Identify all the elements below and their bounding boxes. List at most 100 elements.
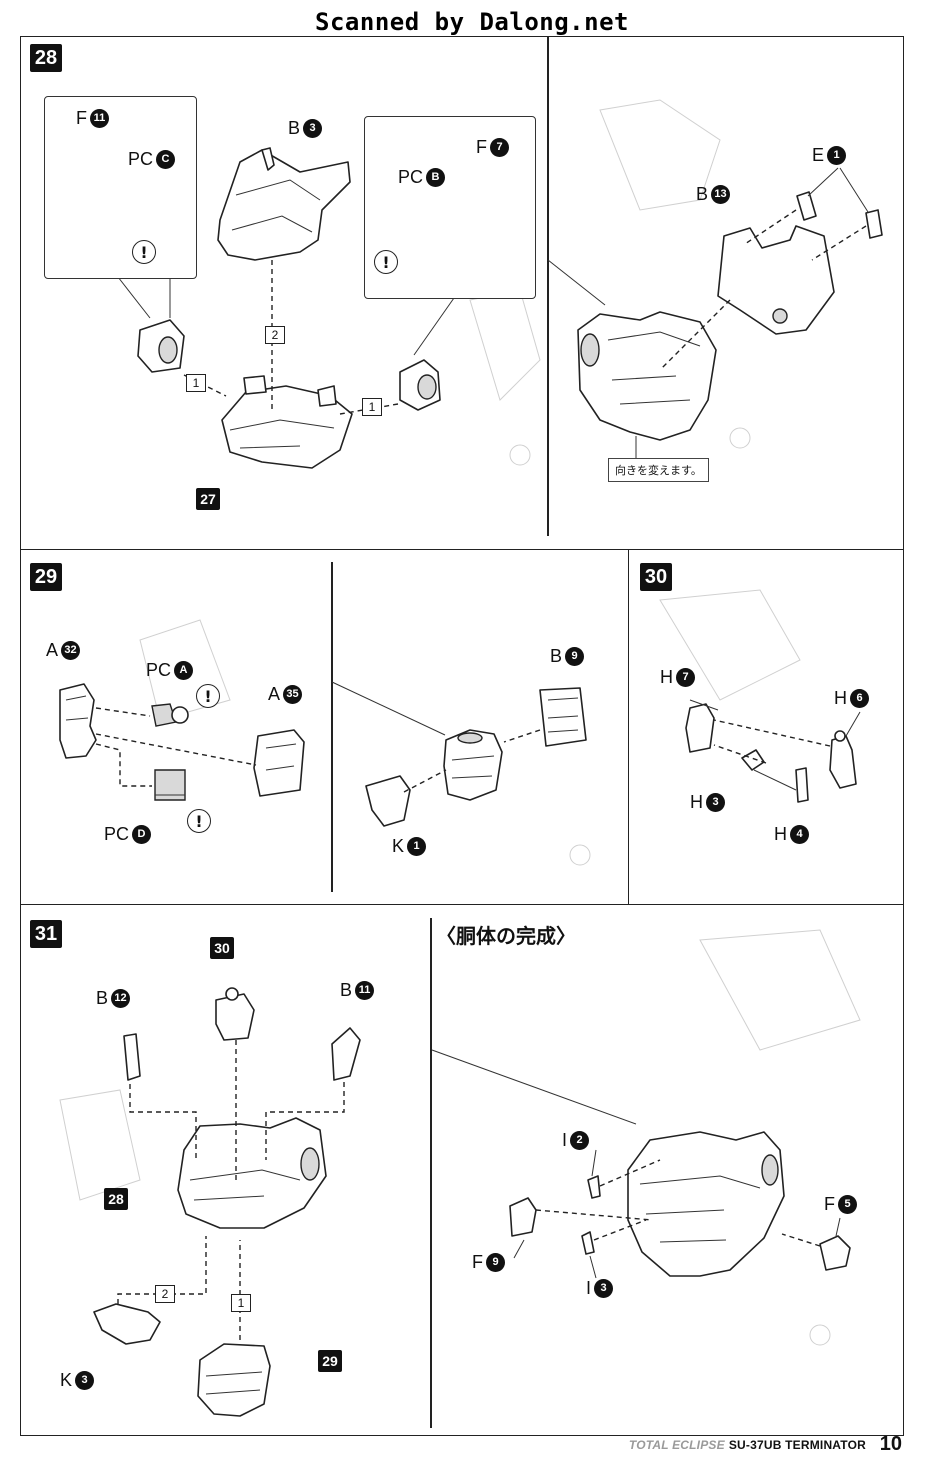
ref-badge-28: 28	[104, 1188, 128, 1210]
step-31-divider	[430, 918, 432, 1428]
part-number: 3	[594, 1279, 614, 1298]
orientation-note: 向きを変えます。	[608, 458, 709, 482]
part-letter: E	[812, 145, 825, 165]
part-letter: PC	[398, 167, 424, 187]
part-letter: H	[834, 688, 847, 708]
part-number: 3	[706, 793, 725, 812]
part-label-i3: I 3	[586, 1278, 614, 1299]
part-label-b3: B 3	[288, 118, 323, 139]
order-box-2: 2	[265, 326, 285, 344]
part-label-k3: K 3	[60, 1370, 95, 1391]
part-label-f7: F 7	[476, 137, 509, 158]
part-letter: K	[392, 836, 405, 856]
part-label-f5: F 5	[824, 1194, 857, 1215]
step-31-panel	[20, 904, 904, 1436]
ref-badge-29: 29	[318, 1350, 342, 1372]
part-letter: B	[340, 980, 353, 1000]
warning-icon-pc-b: !	[374, 250, 398, 274]
part-label-k1: K 1	[392, 836, 427, 857]
part-label-pc-d: PC D	[104, 824, 152, 845]
part-label-h4: H 4	[774, 824, 809, 845]
step-28-badge: 28	[30, 44, 62, 72]
part-label-h6: H 6	[834, 688, 869, 709]
order-box-1-left: 1	[186, 374, 206, 392]
part-number: 11	[355, 981, 375, 1000]
part-number: 7	[676, 668, 695, 687]
part-number: 1	[827, 146, 847, 165]
part-number: 1	[407, 837, 427, 856]
model-name: SU-37UB TERMINATOR	[728, 1438, 866, 1452]
part-number: 35	[283, 685, 303, 704]
part-letter: B	[696, 184, 709, 204]
scan-watermark: Scanned by Dalong.net	[315, 8, 629, 36]
part-label-b11: B 11	[340, 980, 375, 1001]
step-30-badge: 30	[640, 563, 672, 591]
part-label-pc-b: PC B	[398, 167, 446, 188]
step-29-divider	[331, 562, 333, 892]
part-number: 7	[490, 138, 509, 157]
part-label-b13: B 13	[696, 184, 731, 205]
step-28-detail-callout-left	[44, 96, 197, 279]
part-letter: A	[46, 640, 59, 660]
part-number: 9	[486, 1253, 505, 1272]
part-letter: I	[586, 1278, 592, 1298]
part-letter: F	[476, 137, 487, 157]
step-29-badge: 29	[30, 563, 62, 591]
part-letter: F	[824, 1194, 835, 1214]
order-box-s31-1: 1	[231, 1294, 251, 1312]
part-letter: PC	[146, 660, 172, 680]
part-letter: I	[562, 1130, 568, 1150]
part-label-b9: B 9	[550, 646, 585, 667]
ref-badge-27: 27	[196, 488, 220, 510]
order-box-s31-2: 2	[155, 1285, 175, 1303]
part-letter: H	[660, 667, 673, 687]
part-letter: B	[96, 988, 109, 1008]
part-letter: F	[76, 108, 87, 128]
part-number: 5	[838, 1195, 857, 1214]
part-letter: B	[288, 118, 301, 138]
part-number: 13	[711, 185, 731, 204]
part-number: 32	[61, 641, 81, 660]
part-letter: H	[774, 824, 787, 844]
part-label-h7: H 7	[660, 667, 695, 688]
part-number: 9	[565, 647, 585, 666]
part-letter: K	[60, 1370, 73, 1390]
part-letter: H	[690, 792, 703, 812]
step-28-divider	[547, 36, 549, 536]
part-letter: B	[550, 646, 563, 666]
part-number: 11	[90, 109, 109, 128]
part-number: 2	[570, 1131, 590, 1150]
warning-icon-pc-a: !	[196, 684, 220, 708]
warning-icon-pc-c: !	[132, 240, 156, 264]
page-number: 10	[879, 1433, 902, 1455]
part-number: 12	[111, 989, 131, 1008]
part-number: 4	[790, 825, 809, 844]
part-letter: PC	[128, 149, 154, 169]
body-completion-title: 〈胴体の完成〉	[436, 924, 576, 948]
part-number: A	[174, 661, 194, 680]
part-number: 6	[850, 689, 869, 708]
part-letter: PC	[104, 824, 130, 844]
part-letter: F	[472, 1252, 483, 1272]
part-number: 3	[303, 119, 323, 138]
part-label-h3: H 3	[690, 792, 725, 813]
warning-icon-pc-d: !	[187, 809, 211, 833]
part-number: B	[426, 168, 446, 187]
part-label-e1: E 1	[812, 145, 847, 166]
part-label-i2: I 2	[562, 1130, 590, 1151]
part-label-pc-c: PC C	[128, 149, 176, 170]
part-letter: A	[268, 684, 281, 704]
part-label-f9: F 9	[472, 1252, 505, 1273]
part-number: 3	[75, 1371, 95, 1390]
part-label-a35: A 35	[268, 684, 303, 705]
part-label-f11: F 11	[76, 108, 109, 129]
order-box-1-right: 1	[362, 398, 382, 416]
part-label-b12: B 12	[96, 988, 131, 1009]
part-label-pc-a: PC A	[146, 660, 194, 681]
part-label-a32: A 32	[46, 640, 81, 661]
ref-badge-30: 30	[210, 937, 234, 959]
part-number: C	[156, 150, 176, 169]
series-name: TOTAL ECLIPSE	[628, 1438, 725, 1452]
